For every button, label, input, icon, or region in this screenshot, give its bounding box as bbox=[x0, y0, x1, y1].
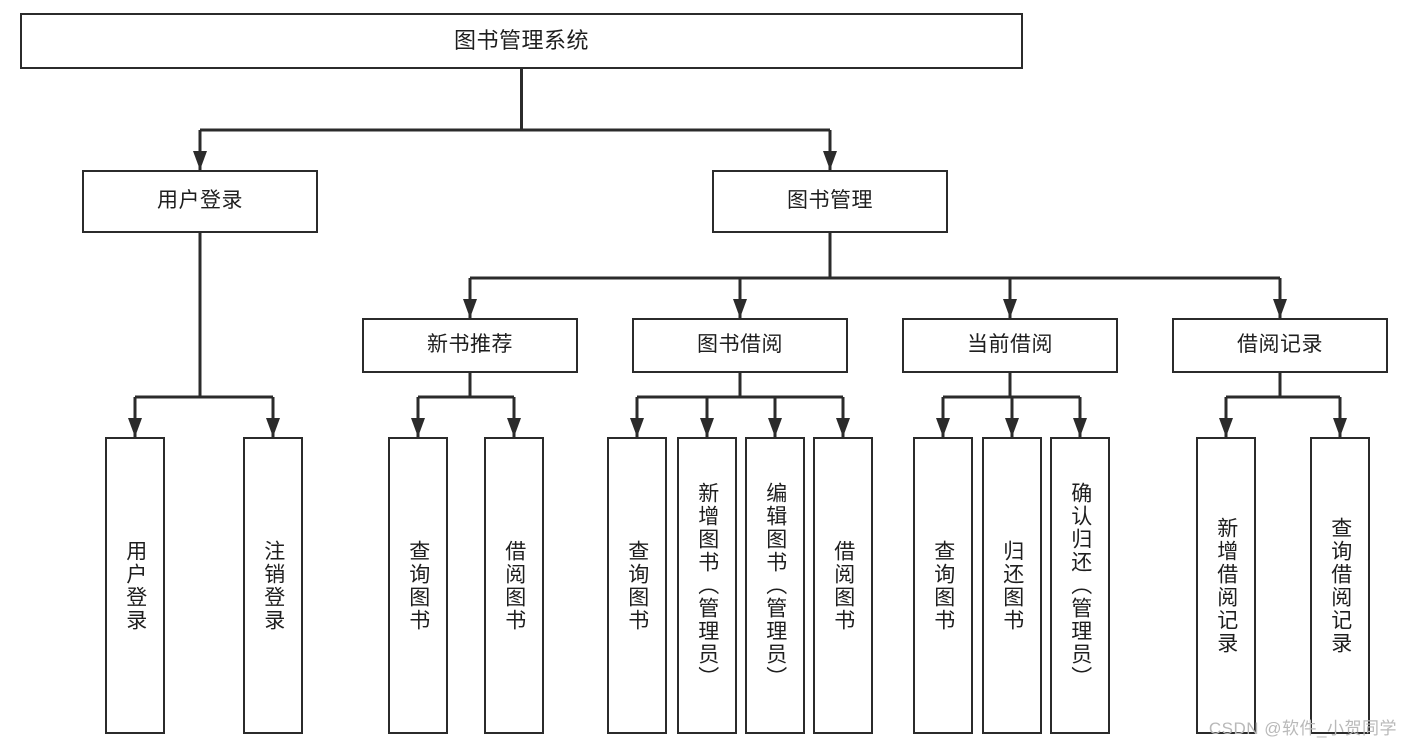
node-l-querybook2[interactable]: 查询图书 bbox=[607, 437, 667, 734]
node-l-querybook1[interactable]: 查询图书 bbox=[388, 437, 448, 734]
node-l-querybook3[interactable]: 查询图书 bbox=[913, 437, 973, 734]
node-label-newbook: 新书推荐 bbox=[427, 333, 513, 357]
node-label-login: 用户登录 bbox=[157, 189, 243, 213]
node-bookmgmt[interactable]: 图书管理 bbox=[712, 170, 948, 233]
node-label-l-confirm: 确认归还（管理员） bbox=[1068, 482, 1092, 689]
node-borrow[interactable]: 图书借阅 bbox=[632, 318, 848, 373]
node-label-l-borrowbook2: 借阅图书 bbox=[831, 539, 855, 632]
node-label-borrow: 图书借阅 bbox=[697, 333, 783, 357]
node-label-l-borrowbook1: 借阅图书 bbox=[502, 539, 526, 632]
node-label-l-queryrecord: 查询借阅记录 bbox=[1328, 516, 1352, 655]
node-label-l-querybook2: 查询图书 bbox=[625, 539, 649, 632]
node-records[interactable]: 借阅记录 bbox=[1172, 318, 1388, 373]
node-l-queryrecord[interactable]: 查询借阅记录 bbox=[1310, 437, 1370, 734]
node-label-bookmgmt: 图书管理 bbox=[787, 189, 873, 213]
node-login[interactable]: 用户登录 bbox=[82, 170, 318, 233]
node-l-confirm[interactable]: 确认归还（管理员） bbox=[1050, 437, 1110, 734]
node-l-borrowbook2[interactable]: 借阅图书 bbox=[813, 437, 873, 734]
node-label-l-querybook3: 查询图书 bbox=[931, 539, 955, 632]
node-current[interactable]: 当前借阅 bbox=[902, 318, 1118, 373]
node-newbook[interactable]: 新书推荐 bbox=[362, 318, 578, 373]
node-label-current: 当前借阅 bbox=[967, 333, 1053, 357]
node-l-addbook[interactable]: 新增图书（管理员） bbox=[677, 437, 737, 734]
node-label-l-addbook: 新增图书（管理员） bbox=[695, 482, 719, 689]
node-label-l-userlogin: 用户登录 bbox=[123, 539, 147, 632]
node-l-editbook[interactable]: 编辑图书（管理员） bbox=[745, 437, 805, 734]
node-label-l-returnbook: 归还图书 bbox=[1000, 539, 1024, 632]
node-label-l-logout: 注销登录 bbox=[261, 539, 285, 632]
node-label-l-editbook: 编辑图书（管理员） bbox=[763, 482, 787, 689]
node-l-userlogin[interactable]: 用户登录 bbox=[105, 437, 165, 734]
node-l-logout[interactable]: 注销登录 bbox=[243, 437, 303, 734]
node-label-l-addrecord: 新增借阅记录 bbox=[1214, 516, 1238, 655]
watermark: CSDN @软件_小贺同学 bbox=[1208, 719, 1397, 738]
node-root[interactable]: 图书管理系统 bbox=[20, 13, 1023, 69]
node-l-borrowbook1[interactable]: 借阅图书 bbox=[484, 437, 544, 734]
node-label-l-querybook1: 查询图书 bbox=[406, 539, 430, 632]
node-label-records: 借阅记录 bbox=[1237, 333, 1323, 357]
node-l-returnbook[interactable]: 归还图书 bbox=[982, 437, 1042, 734]
node-label-root: 图书管理系统 bbox=[453, 28, 589, 54]
node-l-addrecord[interactable]: 新增借阅记录 bbox=[1196, 437, 1256, 734]
